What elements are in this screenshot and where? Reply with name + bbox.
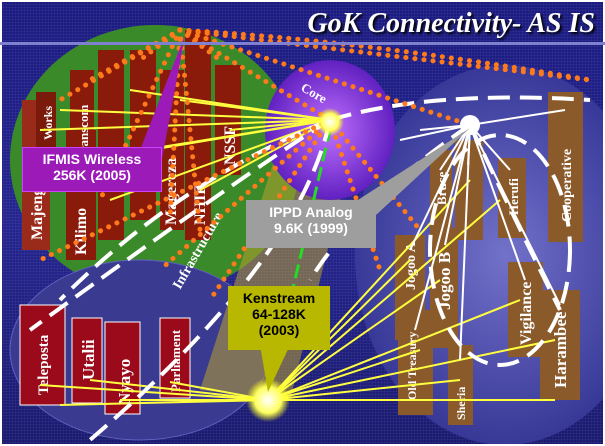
ifmis-line-2: 256K (2005): [53, 167, 131, 184]
ippd-line-2: 9.6K (1999): [274, 220, 348, 237]
core-star: [316, 108, 344, 136]
building-label-harambee: Harambee: [551, 311, 570, 388]
building-afya: [98, 50, 124, 240]
building-works: [36, 92, 56, 147]
building-vigilance: [508, 262, 543, 357]
building-label-1: Works: [41, 106, 55, 140]
ifmis-line-1: IFMIS Wireless: [42, 151, 142, 167]
ippd-analog-label: IPPD Analog 9.6K (1999): [246, 200, 376, 248]
building-nyayo: [104, 321, 141, 415]
building-label-utalii: Utalii: [79, 339, 98, 380]
right-building-labels: Bruce Herufi Cooperative Jogoo A Jogoo B…: [404, 149, 575, 420]
building-parliament: [159, 317, 191, 399]
kenstream-pointer: [260, 345, 290, 392]
building-teleposta: [19, 304, 66, 406]
building-label-teleposta: Teleposta: [36, 334, 52, 395]
building-label-0: Majengo: [29, 180, 46, 240]
building-label-jogoo-b: Jogoo B: [435, 252, 454, 310]
ippd-pointer: [350, 128, 470, 215]
building-label-nyayo: Nyayo: [115, 359, 134, 405]
building-label-old-treasury: Old Treasury: [405, 332, 419, 400]
building-label-vigilance: Vigilance: [518, 282, 535, 345]
kenstream-line-2: 64-128K: [252, 306, 306, 323]
kenstream-links: [39, 179, 556, 406]
title-underline: [0, 42, 605, 45]
ifmis-wireless-label: IFMIS Wireless 256K (2005): [22, 147, 162, 192]
ifmis-pointer: [140, 35, 185, 170]
building-label-cooperative: Cooperative: [560, 149, 575, 222]
right-hub: [460, 115, 480, 135]
kenstream-hub: [246, 378, 290, 422]
building-label-jogoo-a: Jogoo A: [404, 241, 419, 290]
bottom-left-buildings: [19, 304, 191, 415]
building-label-2: Kilimo: [73, 208, 90, 255]
slide-title: GoK Connectivity- AS IS: [307, 8, 595, 39]
right-buildings: [395, 92, 583, 425]
kenstream-line-1: Kenstream: [242, 290, 316, 306]
building-label-herufi: Herufi: [506, 178, 521, 215]
building-label-sheria: Sheria: [454, 387, 468, 420]
building-herufi: [498, 158, 526, 238]
core-hub-links: [39, 89, 331, 201]
analog-links: [28, 95, 591, 442]
kenstream-label: Kenstream 64-128K (2003): [228, 286, 330, 350]
building-label-4: Transcom: [76, 104, 91, 160]
ippd-line-1: IPPD Analog: [269, 204, 353, 220]
kenstream-line-3: (2003): [258, 322, 300, 339]
